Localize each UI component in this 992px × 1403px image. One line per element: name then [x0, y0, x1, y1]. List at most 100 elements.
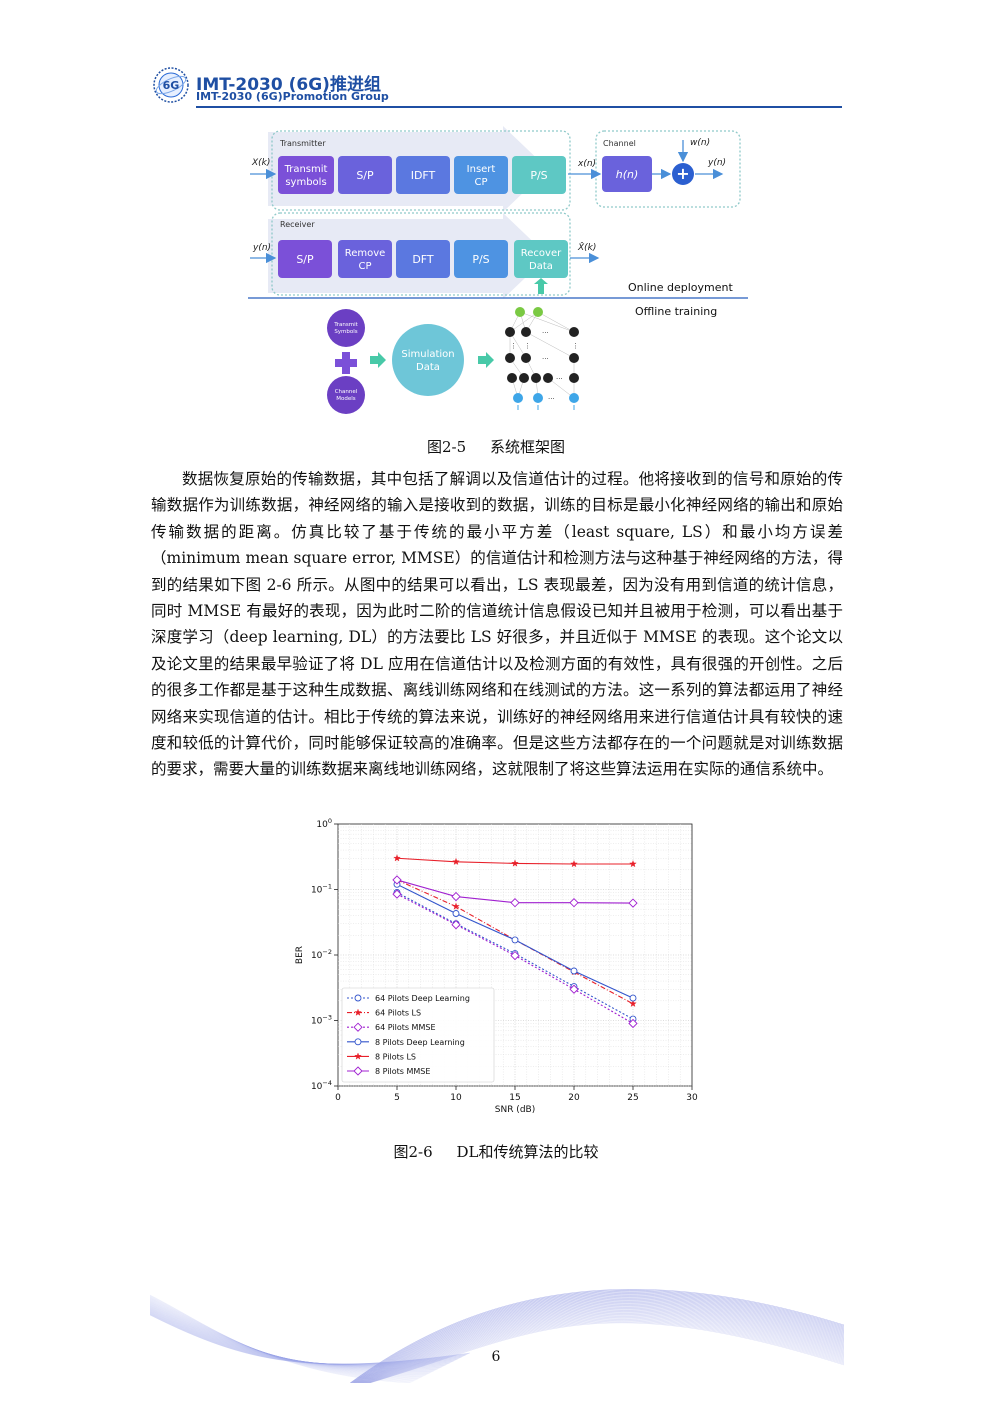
legend-label: 8 Pilots Deep Learning [375, 1038, 465, 1047]
wave-line [150, 1304, 439, 1370]
figure-2-6-caption: 图2-6 DL和传统算法的比较 [393, 1143, 599, 1161]
wave-line [150, 1308, 453, 1366]
data-point [353, 1022, 363, 1032]
wave-line [150, 1310, 457, 1366]
rx-output-label: X̂(k) [577, 241, 596, 253]
tx-output-label: x(n) [577, 159, 596, 169]
legend-label: 8 Pilots LS [375, 1052, 416, 1061]
wave-line [352, 1293, 844, 1383]
svg-text:Channel: Channel [335, 389, 358, 395]
wave-line [150, 1308, 451, 1367]
data-point [353, 1066, 363, 1076]
x-tick-label: 25 [627, 1093, 638, 1103]
wave-line [368, 1320, 844, 1383]
wave-line [351, 1292, 844, 1383]
wave-line [362, 1310, 844, 1383]
wave-line [369, 1322, 844, 1383]
channel-label: Channel [603, 139, 636, 148]
wave-line [355, 1298, 844, 1383]
data-point [452, 857, 460, 866]
tx-block-label-4a: Insert [467, 164, 496, 175]
svg-text:⋮: ⋮ [572, 342, 579, 350]
tx-block-sp [338, 156, 392, 194]
wave-line [350, 1289, 844, 1383]
x-tick-label: 20 [568, 1093, 580, 1103]
channel-frame [595, 130, 741, 208]
wave-line [365, 1314, 844, 1383]
wave-line [357, 1302, 844, 1383]
data-point [451, 891, 461, 902]
wave-line [150, 1304, 440, 1370]
y-tick-label: 100 [316, 817, 332, 830]
wave-line [365, 1315, 844, 1383]
wave-line [361, 1307, 844, 1383]
data-point [629, 999, 637, 1008]
tx-block-ps [512, 156, 566, 194]
wave-line [150, 1300, 428, 1375]
wave-line [150, 1312, 464, 1365]
svg-text:Symbols: Symbols [334, 329, 357, 335]
page-number: 6 [491, 1349, 501, 1365]
wave-line [150, 1305, 444, 1369]
tx-block-transmit-symbols [278, 156, 334, 194]
rx-block-label-1: S/P [296, 253, 314, 266]
data-point [570, 860, 578, 868]
wave-line [150, 1314, 469, 1365]
wave-line [366, 1317, 844, 1383]
wave-line [352, 1294, 844, 1383]
rx-block-ps [454, 240, 508, 278]
tx-block-label-3: IDFT [411, 169, 436, 182]
tx-block-idft [396, 156, 450, 194]
header-title-cn: IMT-2030 (6G)推进组 [196, 75, 381, 95]
wave-line [362, 1310, 844, 1383]
wave-line [356, 1301, 844, 1383]
wave-line [150, 1307, 448, 1368]
channel-models-node [327, 376, 365, 414]
wave-line [150, 1309, 455, 1366]
svg-text:⋮: ⋮ [524, 342, 531, 350]
data-point [629, 860, 637, 868]
wave-line [150, 1303, 437, 1371]
data-point [511, 936, 519, 944]
data-point [569, 898, 579, 908]
wave-line [367, 1318, 844, 1383]
wave-line [352, 1292, 844, 1383]
data-point [452, 902, 460, 910]
data-point [629, 994, 637, 1002]
legend-label: 8 Pilots MMSE [375, 1067, 430, 1076]
header-rule [196, 106, 842, 108]
y-tick-label: 10−2 [311, 948, 332, 961]
wave-line [150, 1299, 425, 1376]
wave-line [366, 1316, 844, 1383]
wave-line [367, 1318, 844, 1383]
tx-input-label: X(k) [251, 158, 270, 168]
wave-line [150, 1298, 421, 1378]
wave-line [150, 1297, 420, 1379]
x-tick-label: 10 [450, 1093, 462, 1103]
wave-line [150, 1307, 449, 1367]
wave-line [354, 1296, 844, 1383]
system-framework-figure: Transmitter Receiver Channel Transmit sy… [248, 126, 748, 414]
tx-block-label-2: S/P [356, 169, 374, 182]
wave-line [361, 1308, 844, 1383]
svg-text:Transmit: Transmit [333, 322, 358, 328]
wave-line [150, 1308, 452, 1367]
x-tick-label: 0 [335, 1093, 341, 1103]
svg-text:···: ··· [542, 329, 549, 337]
wave-line [364, 1313, 844, 1383]
data-point [569, 984, 579, 994]
wave-line [150, 1314, 471, 1365]
tx-block-label-1a: Transmit [284, 164, 328, 175]
wave-line [150, 1301, 432, 1373]
online-label: Online deployment [628, 281, 733, 294]
legend-label: 64 Pilots MMSE [375, 1023, 436, 1032]
wave-line [150, 1309, 456, 1366]
wave-line [359, 1304, 844, 1383]
wave-line [363, 1311, 844, 1383]
wave-line [150, 1296, 415, 1382]
x-axis-label: SNR (dB) [495, 1105, 535, 1115]
wave-line [150, 1313, 468, 1365]
svg-text:Models: Models [336, 396, 356, 402]
svg-text:···: ··· [556, 375, 563, 383]
legend-box [341, 987, 495, 1083]
